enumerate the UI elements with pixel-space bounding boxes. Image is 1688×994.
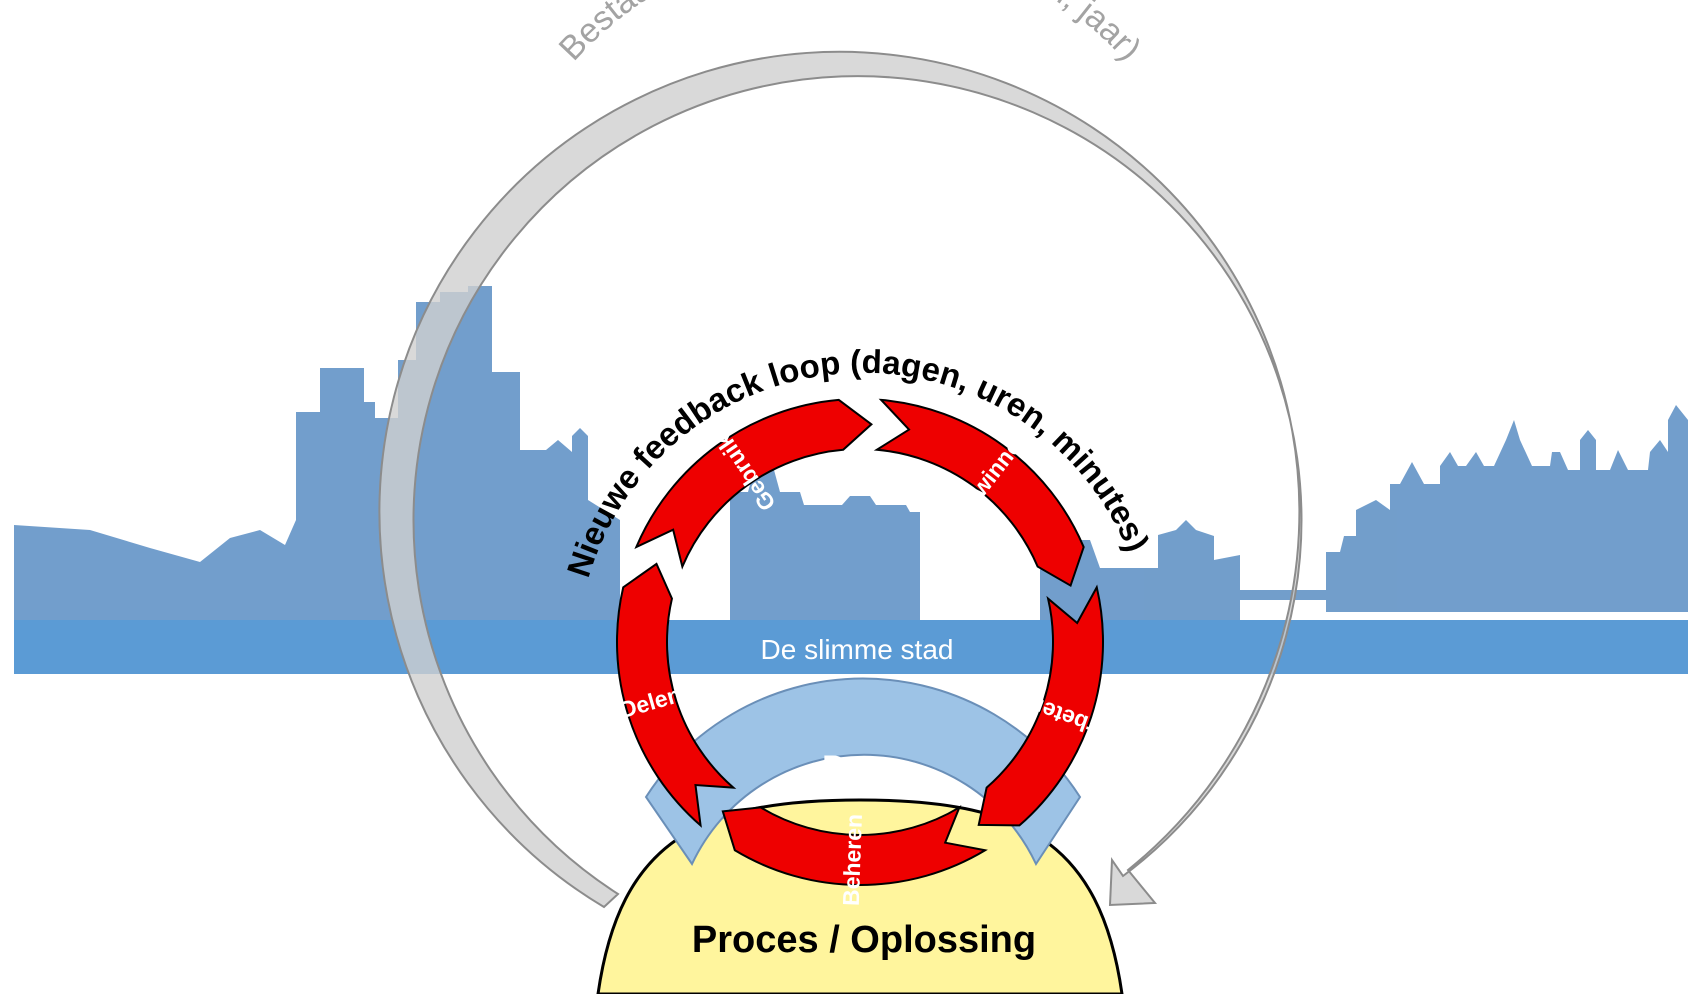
ring-segment-verbeteren (977, 584, 1104, 827)
city-band (14, 620, 1688, 674)
ring-segment-inwinnen (873, 398, 1085, 588)
data-band (644, 677, 1082, 867)
city-skyline (14, 286, 1688, 620)
ring-segment-delen (616, 562, 737, 828)
ring-segment-beheren (721, 805, 988, 886)
ring-label-beheren: Beheren (838, 813, 867, 906)
outer-cycle-arrow (378, 50, 1303, 909)
process-label: Proces / Oplossing (692, 919, 1036, 961)
city-band-label: De slimme stad (761, 634, 954, 665)
data-label: Data (822, 749, 897, 787)
process-dome (596, 798, 1124, 994)
ring-segment-gebruiken (634, 398, 873, 570)
